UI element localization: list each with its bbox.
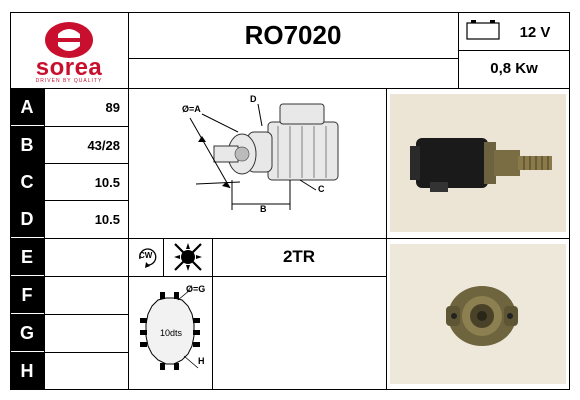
row-label-h: H: [10, 353, 44, 389]
row-value-c: 10.5: [94, 174, 120, 190]
rotation-direction-label: CW: [139, 251, 153, 260]
row-label-g: G: [10, 315, 44, 351]
row-value-f: [44, 277, 128, 313]
starter-front-photo: [390, 244, 566, 384]
diagram-label-c: C: [318, 184, 325, 194]
brand-name: sorea: [35, 54, 103, 81]
row-value-g: [44, 315, 128, 351]
pinion-teeth-count: 10dts: [160, 328, 183, 338]
diagram-label-d: D: [250, 94, 257, 104]
diagram-label-b: B: [260, 204, 267, 214]
clockwise-rotation-icon: CW: [135, 243, 161, 271]
part-number: RO7020: [244, 20, 342, 50]
row-label-b: B: [10, 127, 44, 163]
row-label-a: A: [10, 89, 44, 125]
starter-dimension-diagram: Ø=A D C B: [130, 90, 384, 236]
no-pinion-icon: [172, 241, 204, 273]
pinion-label-h: H: [198, 356, 205, 366]
battery-icon: [466, 18, 500, 40]
starter-side-photo: [390, 94, 566, 232]
pinion-label-diameter-g: Ø=G: [186, 284, 206, 294]
row-label-f: F: [10, 277, 44, 313]
row-value-b: 43/28: [87, 137, 120, 153]
row-label-c: C: [10, 164, 44, 200]
row-value-d: 10.5: [94, 211, 120, 227]
row-label-e: E: [10, 239, 44, 275]
brand-tagline: DRIVEN BY QUALITY: [35, 78, 103, 84]
power-value: 0,8 Kw: [490, 60, 538, 77]
voltage-value: 12 V: [519, 24, 551, 41]
brand-logo: sorea DRIVEN BY QUALITY: [10, 14, 128, 86]
sorea-logo-icon: [45, 22, 93, 58]
row-label-d: D: [10, 201, 44, 237]
row-value-h: [44, 353, 128, 389]
rotation-code: 2TR: [282, 247, 316, 266]
row-value-e: [44, 239, 128, 275]
diagram-label-diameter-a: Ø=A: [182, 104, 201, 114]
row-value-a: 89: [105, 99, 120, 115]
pinion-diagram: Ø=G 10dts H: [130, 278, 212, 388]
